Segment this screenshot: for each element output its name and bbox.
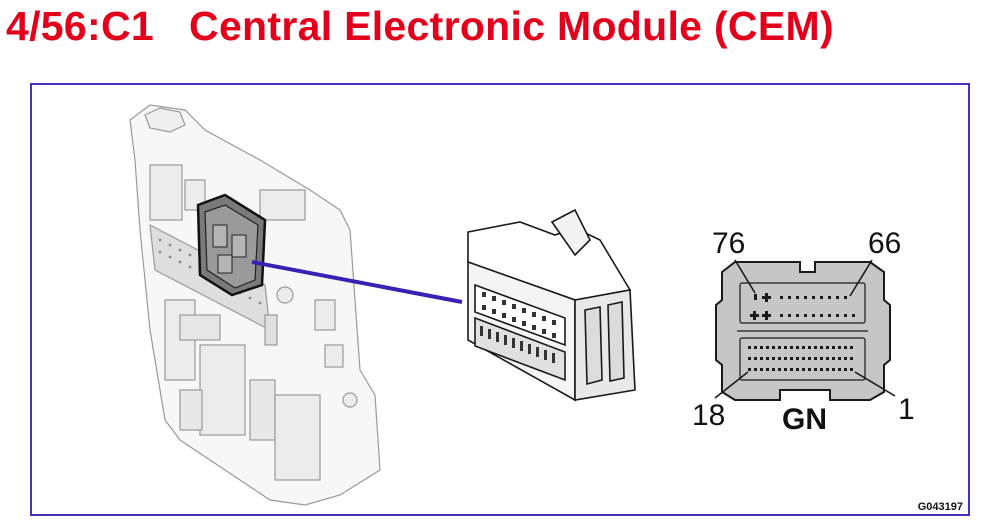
leader-line: [251, 260, 463, 304]
connector-color-code: GN: [782, 403, 827, 436]
cem-module-drawing: [129, 104, 381, 506]
page-title: 4/56:C1 Central Electronic Module (CEM): [6, 3, 834, 49]
connector-face-inner: [737, 282, 868, 381]
highlighted-socket: [196, 193, 267, 297]
connector-face-pins: [748, 293, 855, 371]
pin-leaders: [714, 259, 896, 399]
pin-label-top-left: 76: [712, 227, 746, 260]
connector-plug-drawing: [467, 208, 636, 402]
diagram-frame: [30, 83, 970, 516]
pin-label-top-right: 66: [868, 227, 902, 260]
plug-cavities: [480, 292, 556, 363]
figure-reference: G043197: [917, 501, 963, 513]
pin-label-bottom-right: 1: [898, 393, 915, 426]
pin-label-bottom-left: 18: [692, 399, 726, 432]
